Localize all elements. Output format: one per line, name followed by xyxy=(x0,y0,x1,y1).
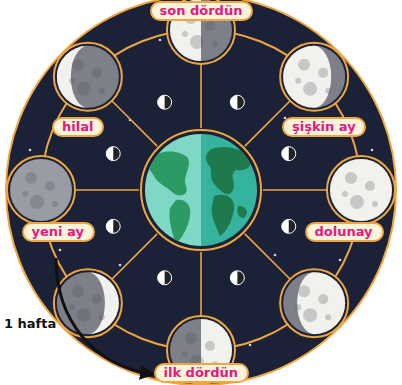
stars xyxy=(29,39,374,347)
week-arrow xyxy=(56,258,152,374)
phase-name: dolunay xyxy=(315,224,374,240)
phase-label: şişkin ay xyxy=(282,117,366,137)
moons xyxy=(7,0,395,384)
phase-name: ilk dördün xyxy=(164,365,239,381)
small-phase-icons xyxy=(106,95,296,285)
earth xyxy=(141,130,261,250)
phase-label: yeni ay xyxy=(22,222,95,242)
phase-name: yeni ay xyxy=(32,224,85,240)
phase-label: ilk dördün xyxy=(154,363,249,383)
orbit-ring xyxy=(41,30,361,350)
phase-name: hilal xyxy=(62,119,94,135)
phase-label: hilal xyxy=(52,117,104,137)
time-label: 1 hafta xyxy=(4,316,56,332)
space-disc xyxy=(6,0,396,385)
phase-name: şişkin ay xyxy=(292,119,356,135)
phase-label: son dördün xyxy=(150,1,253,21)
phase-label: dolunay xyxy=(305,222,384,242)
phase-name: son dördün xyxy=(160,3,243,19)
